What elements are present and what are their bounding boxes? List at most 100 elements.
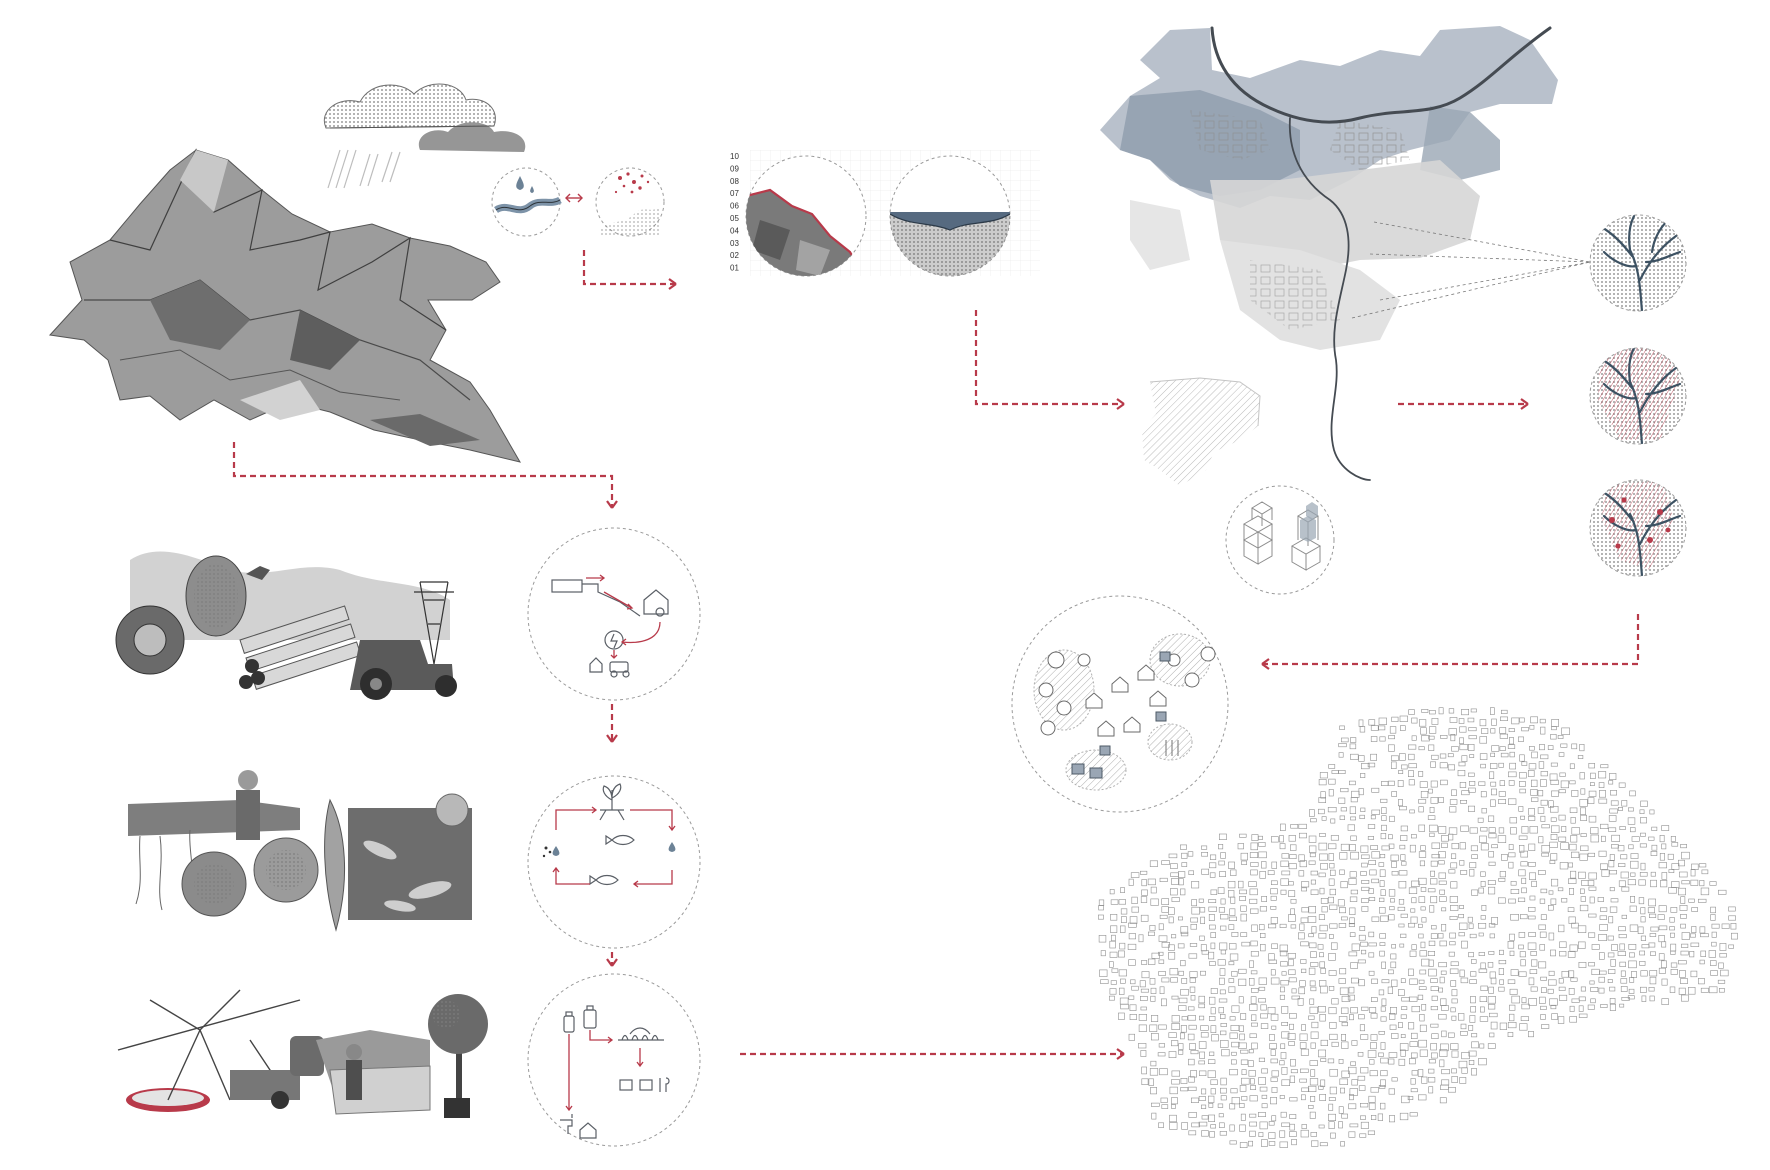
city-block [1149,1024,1158,1032]
city-block [1528,932,1536,937]
city-block [1630,872,1636,877]
city-block [1177,943,1185,949]
city-block [1541,987,1547,993]
city-block [1220,1040,1229,1048]
city-block [1239,833,1247,838]
city-block [1449,717,1458,723]
city-block [1481,904,1487,911]
city-block [1240,1049,1249,1054]
city-block [1487,1043,1496,1049]
city-block [1298,870,1305,877]
city-block [1271,880,1278,885]
city-block [1181,1016,1188,1021]
city-block [1338,1106,1344,1114]
city-block [1210,1088,1216,1095]
city-block [1249,1095,1258,1102]
city-block [1518,806,1524,812]
city-block [1651,844,1658,851]
city-block [1588,962,1595,967]
city-block [1519,951,1526,958]
city-block [1288,881,1294,886]
city-block [1241,1077,1250,1085]
city-block [1391,761,1397,770]
city-block [1567,907,1575,913]
city-block [1547,988,1554,994]
city-block [1367,1130,1375,1135]
city-block [1367,762,1376,768]
city-block [1251,834,1259,841]
city-block [1629,977,1635,983]
city-block [1528,1031,1534,1038]
city-block [1099,969,1108,977]
city-block [1539,898,1546,904]
city-block [1447,764,1455,771]
city-block [1571,827,1580,835]
city-block [1339,907,1347,914]
city-block [1441,923,1447,932]
city-block [1309,980,1316,987]
city-block [1529,872,1536,880]
city-block [1529,895,1536,901]
city-block [1528,843,1536,851]
city-block [1499,727,1507,734]
city-block [1279,944,1288,953]
city-block [1219,871,1227,877]
city-block [1398,880,1407,889]
city-block [1370,1013,1378,1019]
city-block [1319,961,1326,969]
city-block [1320,1058,1327,1062]
city-block [1628,807,1634,812]
city-block [1628,943,1637,950]
city-block [1199,1015,1205,1021]
city-block [1251,987,1259,993]
city-block [1580,788,1586,795]
city-block [1129,916,1138,924]
city-block [1541,824,1550,829]
city-block [1421,917,1427,923]
city-block [1381,998,1387,1007]
city-block [1567,951,1576,958]
city-block [1271,861,1278,869]
city-block [1400,1014,1407,1019]
city-block [1551,790,1559,797]
city-block [1299,1078,1307,1083]
city-block [1339,815,1345,820]
city-block [1457,769,1466,777]
city-block [1168,944,1175,951]
city-block [1598,798,1608,804]
city-block [1438,860,1445,865]
city-block [1640,832,1646,837]
city-block [1140,1050,1147,1057]
city-block [1171,897,1180,902]
house-icon [579,1122,597,1139]
city-block [1357,959,1366,964]
city-block [1438,796,1444,803]
city-block [1409,1041,1418,1047]
city-block [1660,879,1668,888]
city-block [1728,906,1736,912]
city-block [1270,977,1280,985]
city-block [1258,977,1267,985]
city-block [1468,743,1475,751]
city-block [1288,834,1296,842]
city-block [1460,1023,1467,1030]
city-block [1330,869,1336,876]
city-block [1308,906,1317,914]
city-block [1180,960,1186,967]
city-block [1318,872,1326,878]
city-block [1388,914,1395,921]
city-block [1388,780,1395,786]
city-block [1201,1115,1209,1120]
city-block [1661,872,1668,880]
city-block [1370,1042,1377,1050]
city-block [1399,1112,1409,1121]
city-block [1171,1104,1176,1109]
city-block [1310,986,1317,992]
city-block [1319,924,1328,932]
city-block [1409,1112,1418,1117]
city-block [1540,726,1546,735]
city-block [1628,844,1634,850]
tree-circle-3 [1589,479,1687,577]
city-block [1128,878,1134,886]
